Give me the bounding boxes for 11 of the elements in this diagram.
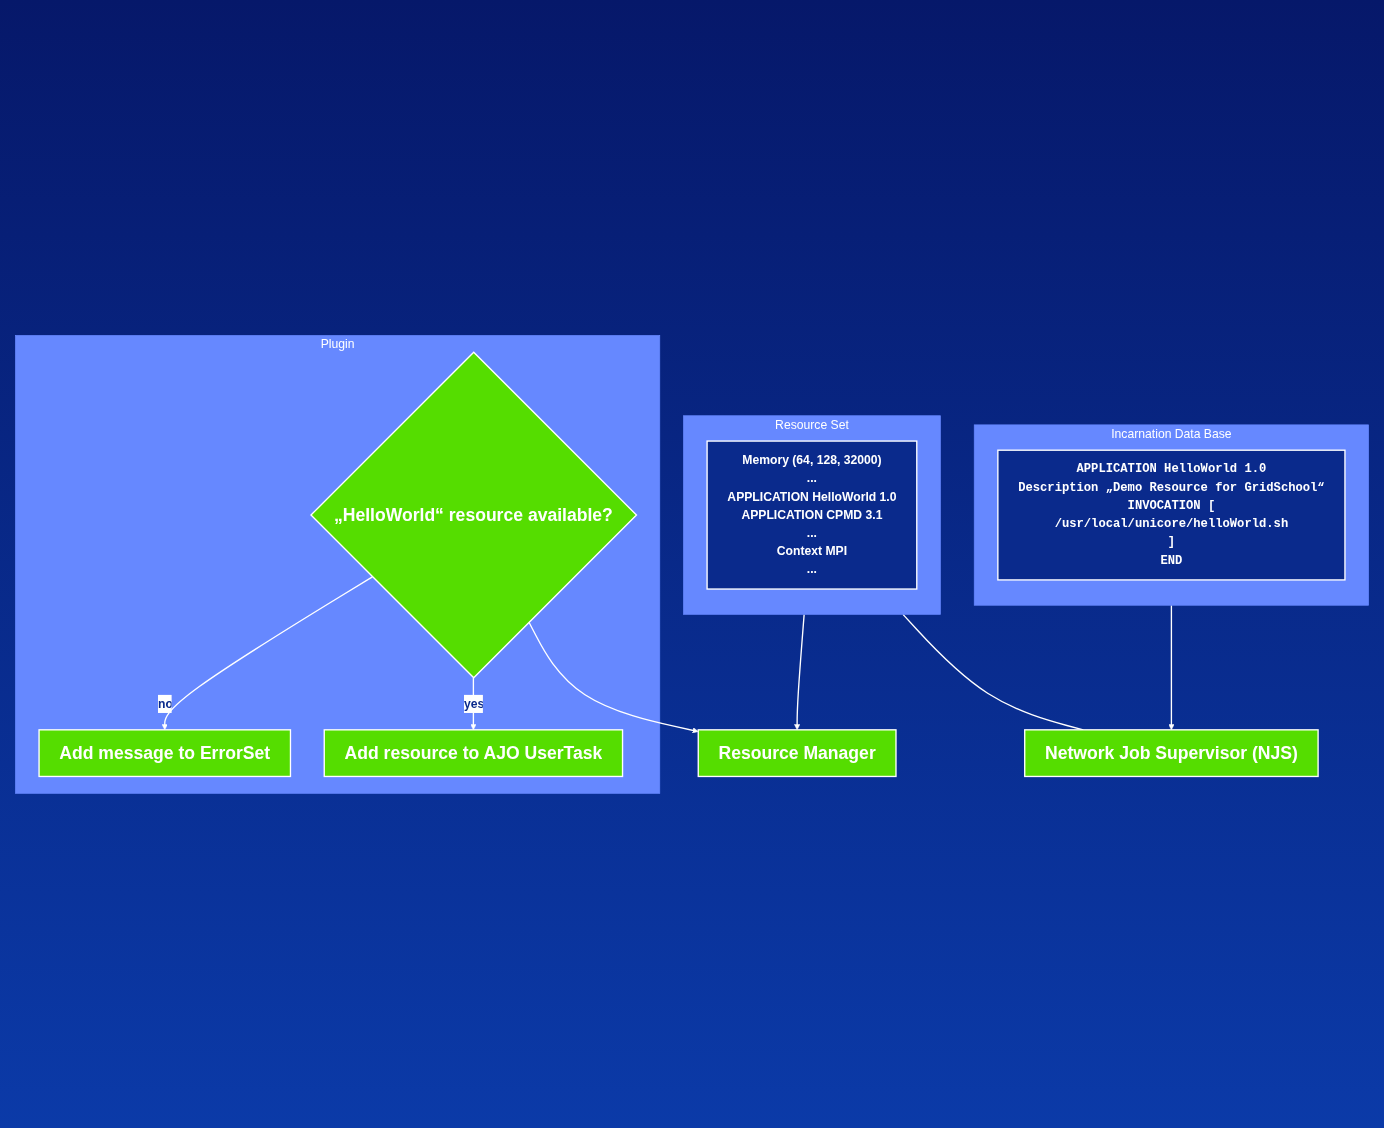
node-box: Memory (64, 128, 32000) ... APPLICATION HelloWorld 1.0 APPLICATION CPMD 3.1 ... Context MPI ...: [706, 440, 918, 590]
node-diamond: „HelloWorld“ resource available?: [310, 350, 638, 679]
arrow: [528, 621, 699, 733]
node-box: Resource Manager: [697, 728, 897, 777]
arrow: [161, 575, 374, 730]
node-box: Add message to ErrorSet: [38, 728, 292, 777]
arrow: [1168, 604, 1175, 730]
node-box: Network Job Supervisor (NJS): [1024, 728, 1319, 777]
node-box: APPLICATION HelloWorld 1.0 Description „Demo Resource for GridSchool“ INVOCATION [ /usr/local/unicore/helloWorld.sh ] END: [997, 449, 1346, 581]
node-box: Add resource to AJO UserTask: [323, 728, 624, 777]
arrow: [794, 613, 805, 730]
